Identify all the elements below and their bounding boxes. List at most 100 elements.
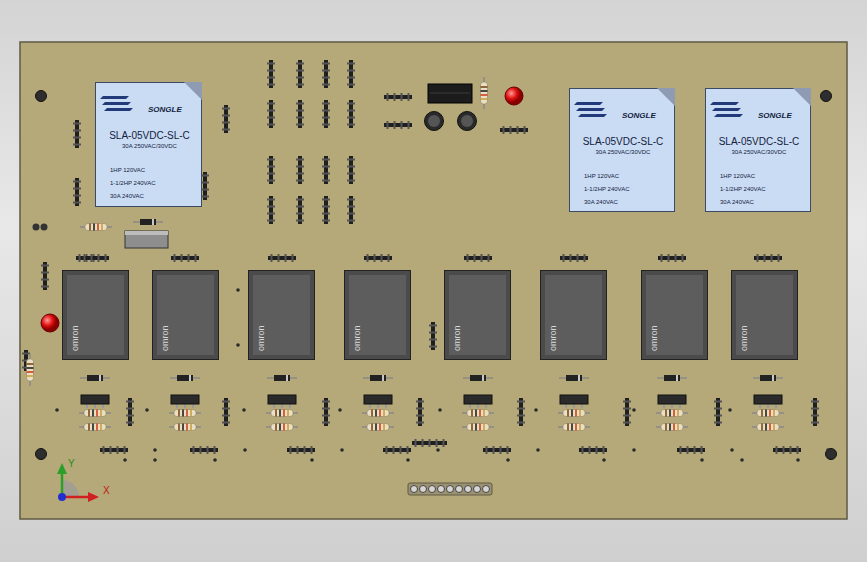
pin-header xyxy=(517,398,525,426)
relay-corner xyxy=(793,88,811,106)
header-pin xyxy=(811,415,819,417)
header-pin xyxy=(764,254,766,262)
resistor-band xyxy=(100,424,102,431)
header-pin xyxy=(322,77,330,79)
solder-pad xyxy=(796,458,800,462)
resistor-band xyxy=(97,224,99,231)
resistor-body xyxy=(661,424,683,431)
pin-header xyxy=(384,93,412,101)
ic-mark xyxy=(430,93,470,94)
header-pin xyxy=(181,254,183,262)
z-axis xyxy=(58,493,66,501)
resistor-band xyxy=(475,424,477,431)
header-pin xyxy=(680,446,682,454)
resistor-band xyxy=(571,410,573,417)
diode-band xyxy=(578,375,580,381)
signal-relay: omron xyxy=(444,270,511,360)
header-pin xyxy=(267,124,275,126)
resistor-band xyxy=(27,363,34,365)
transistor-symbol xyxy=(268,395,296,408)
header-pin xyxy=(124,446,126,454)
header-pin xyxy=(267,180,275,182)
resistor-body xyxy=(84,424,106,431)
header-pin xyxy=(790,446,792,454)
header-pin xyxy=(22,353,30,355)
header-pin xyxy=(73,181,81,183)
pin-header xyxy=(483,446,511,454)
transistor-leg xyxy=(385,404,387,408)
logo-stripe xyxy=(710,102,739,105)
resistor-band xyxy=(665,410,667,417)
resistor-symbol xyxy=(656,410,688,417)
resistor-band xyxy=(287,424,289,431)
signal-relay: omron xyxy=(641,270,708,360)
transistor-leg xyxy=(671,404,673,408)
header-pin xyxy=(503,126,505,134)
header-pin xyxy=(41,272,49,274)
header-pin xyxy=(347,117,355,119)
header-pin xyxy=(701,446,703,454)
push-button-cap xyxy=(428,115,440,127)
solder-pad xyxy=(534,408,538,412)
resistor-body xyxy=(84,410,106,417)
pin-header xyxy=(322,196,330,224)
pin-header xyxy=(201,172,209,200)
diode-symbol xyxy=(657,375,687,381)
y-arrowhead xyxy=(57,463,67,474)
resistor-body xyxy=(27,359,34,381)
resistor-band xyxy=(283,424,285,431)
solder-pad xyxy=(213,458,217,462)
relay-marking: 1HP 120VAC xyxy=(720,173,755,180)
resistor-symbol xyxy=(558,410,590,417)
logo-stripe xyxy=(578,114,607,117)
pin-header xyxy=(296,196,304,224)
header-pin xyxy=(222,115,230,117)
transistor-body xyxy=(560,395,588,404)
transistor-leg xyxy=(377,404,379,408)
solder-pad xyxy=(242,408,246,412)
transistor-leg xyxy=(679,404,681,408)
resistor-band xyxy=(27,371,34,373)
mounting-hole xyxy=(826,449,837,460)
solder-pad xyxy=(826,448,830,452)
resistor-band xyxy=(471,424,473,431)
transistor-leg xyxy=(289,404,291,408)
transistor-leg xyxy=(759,404,761,408)
pin-header xyxy=(81,254,109,262)
header-pin xyxy=(267,173,275,175)
transistor-symbol xyxy=(81,395,109,408)
signal-relay: omron xyxy=(344,270,411,360)
resistor-body xyxy=(563,410,585,417)
header-pin xyxy=(481,254,483,262)
resistor-body xyxy=(174,424,196,431)
header-pin xyxy=(174,254,176,262)
header-pin xyxy=(322,124,330,126)
header-pin xyxy=(126,408,134,410)
transistor-leg xyxy=(767,404,769,408)
pin-header xyxy=(464,254,492,262)
header-pin xyxy=(517,401,525,403)
pin-header xyxy=(560,254,588,262)
header-pin xyxy=(407,446,409,454)
resistor-band xyxy=(186,410,188,417)
header-pin xyxy=(387,93,389,101)
header-pin xyxy=(474,254,476,262)
relay-brand: omron xyxy=(549,325,559,351)
power-relay: SONGLESLA-05VDC-SL-C30A 250VAC/30VDC1HP … xyxy=(95,82,202,207)
resistor-band xyxy=(579,424,581,431)
relay-marking: 30A 250VAC/30VDC xyxy=(570,149,676,156)
header-pin xyxy=(296,110,304,112)
header-pin xyxy=(296,70,304,72)
resistor-band xyxy=(761,410,763,417)
pin-header xyxy=(296,60,304,88)
diode-symbol xyxy=(753,375,783,381)
header-pin xyxy=(347,166,355,168)
resistor-band xyxy=(481,90,488,92)
header-pin xyxy=(811,408,819,410)
header-hole xyxy=(447,486,454,493)
header-pin xyxy=(493,446,495,454)
solder-pad xyxy=(406,458,410,462)
pin-header xyxy=(658,254,686,262)
header-pin xyxy=(589,446,591,454)
relay-brand: omron xyxy=(71,325,81,351)
